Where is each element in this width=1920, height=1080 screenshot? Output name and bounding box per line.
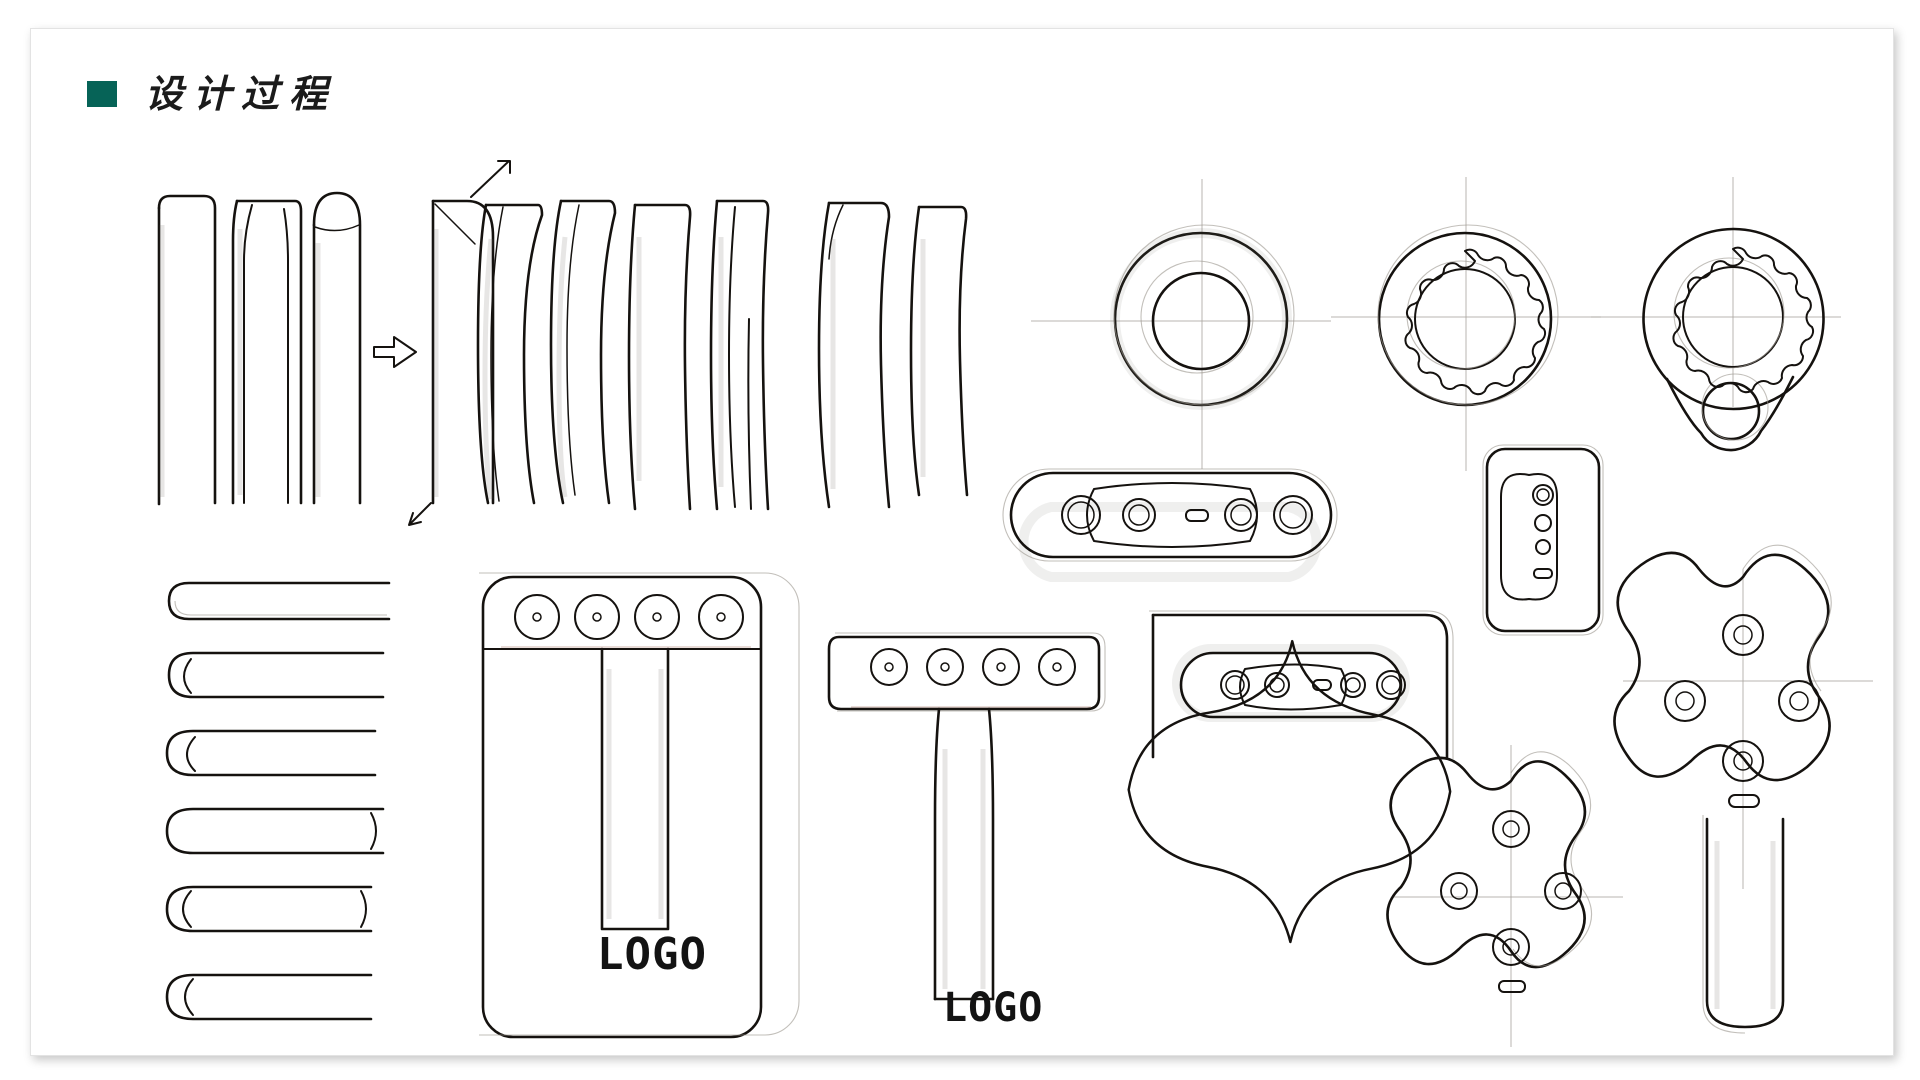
page-title: 设计过程 <box>145 72 338 116</box>
t-housing-small: LOGO <box>827 632 1106 1031</box>
slide-card: LOGO <box>30 28 1894 1056</box>
bar-profile-10 <box>909 205 969 497</box>
bar-profile-8 <box>709 199 770 511</box>
t-housing-large: LOGO <box>479 572 800 1039</box>
logo-text-small: LOGO <box>943 985 1043 1031</box>
stacked-bar-1 <box>167 581 391 621</box>
slim-remote-card <box>1482 444 1604 636</box>
t-housing-small-buttons <box>870 648 1076 686</box>
bar-profile-5 <box>476 203 544 505</box>
arrow-right-icon <box>373 336 417 368</box>
four-button-pad <box>1002 468 1338 582</box>
stacked-bar-5 <box>165 885 373 933</box>
stacked-bar-4 <box>165 807 385 855</box>
pad-button-group <box>1061 495 1313 535</box>
stacked-bar-6 <box>165 973 373 1021</box>
bar-profile-6 <box>549 199 617 505</box>
square-bullet-icon <box>87 81 117 107</box>
bar-profile-3 <box>312 191 362 505</box>
scalloped-ring <box>1331 177 1601 471</box>
plain-ring <box>1031 179 1331 469</box>
bar-profile-1 <box>157 194 217 506</box>
bar-profile-2 <box>231 199 303 505</box>
stacked-bar-row <box>165 581 391 1021</box>
scalloped-ring-pendant <box>1591 177 1841 452</box>
stacked-bar-3 <box>165 729 377 777</box>
slide-header: 设计过程 <box>87 75 337 113</box>
stacked-bar-2 <box>167 651 385 699</box>
arrow-up-right-icon <box>408 160 511 526</box>
t-housing-large-buttons <box>514 594 744 640</box>
bar-profile-4 <box>408 160 511 526</box>
design-process-sketch-sheet: LOGO <box>31 29 1893 1055</box>
squircle-blank <box>1127 639 1452 944</box>
bar-profile-9 <box>817 201 891 509</box>
ring-studies <box>1031 177 1841 471</box>
clover-pad-small <box>1386 745 1623 1047</box>
logo-text-large: LOGO <box>597 929 707 980</box>
button-pad-framed <box>1149 610 1454 759</box>
clover-remote-handle <box>1613 544 1873 1034</box>
bar-profile-row <box>157 160 969 526</box>
bar-profile-7 <box>627 203 692 511</box>
